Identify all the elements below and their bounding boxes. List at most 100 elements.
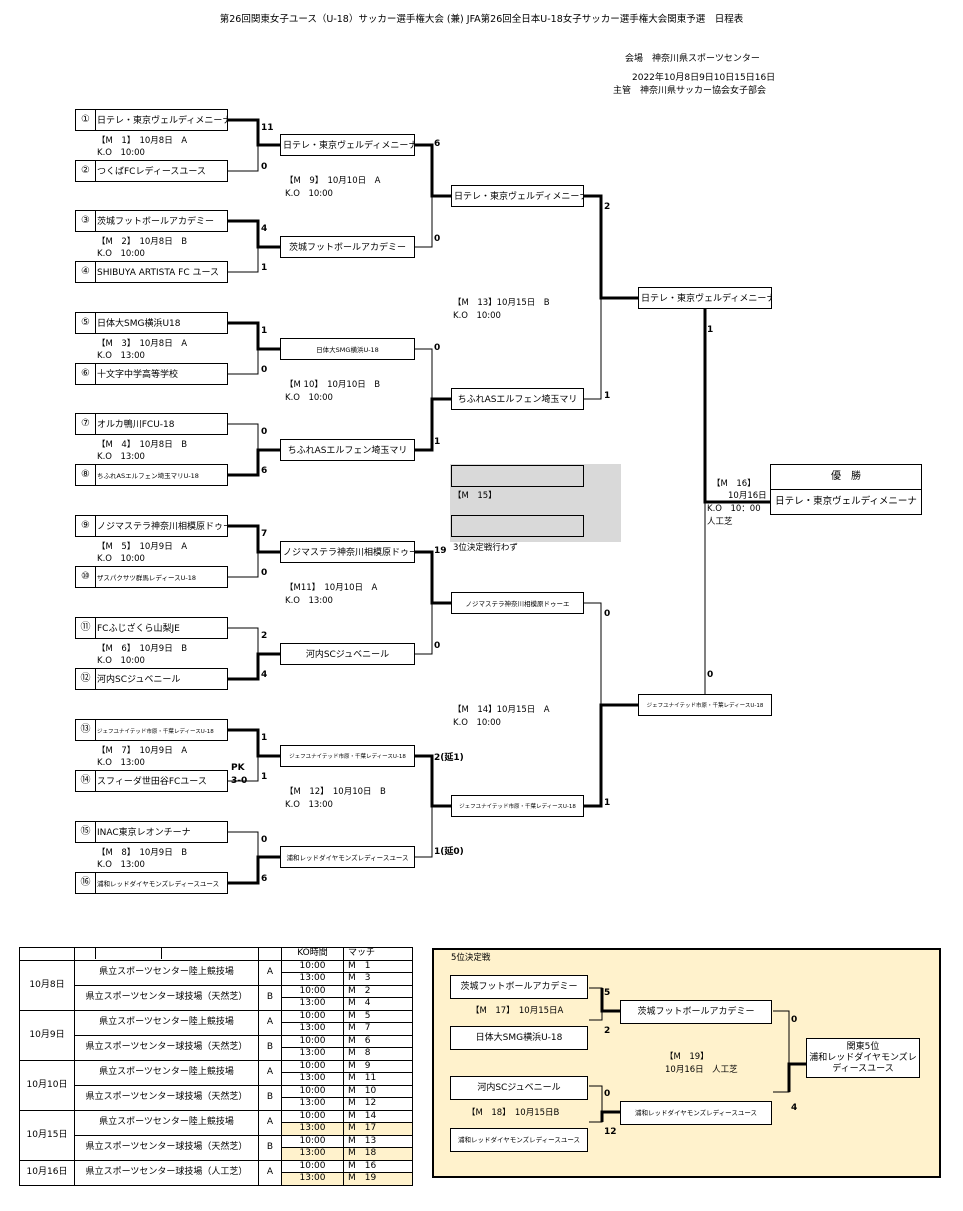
m18-team-1: 河内SCジュベニール [450,1076,588,1100]
m19-score-2: 4 [791,1103,798,1113]
r1-kickoff: K.O 10:00 [97,656,145,666]
schedule-date: 10月10日 [19,1059,75,1111]
schedule-header-row: KO時間マッチ [19,947,413,961]
r2-kickoff: K.O 13:00 [285,800,333,810]
team-name: オルカ鴨川FCU-18 [97,420,175,430]
r1-score-2: 4 [261,670,268,680]
r2-team-box: 茨城フットボールアカデミー [280,236,415,258]
r1-score-2: 0 [261,365,268,375]
m18-score-1: 0 [604,1089,611,1099]
r1-score-2: 6 [261,874,268,884]
r3-team-box: ジェフユナイテッド市原・千葉レディースU-18 [451,795,584,817]
schedule-venue: 県立スポーツセンター球技場（人工芝） [74,1159,259,1186]
third-place-note: 3位決定戦行わず [453,543,518,553]
schedule-header-blank [19,947,75,961]
team-seed-number: ⑥ [76,364,96,384]
r1-score-1: 4 [261,224,268,234]
schedule-time: 13:00 [281,1097,344,1111]
schedule-venue: 県立スポーツセンター球技場（天然芝） [74,984,259,1011]
schedule-venue: 県立スポーツセンター球技場（天然芝） [74,1034,259,1061]
schedule-time: 13:00 [281,1147,344,1161]
schedule-date: 10月8日 [19,959,75,1011]
r1-score-1: 2 [261,631,268,641]
r2-match-info: 【M 9】 10月10日 A [285,176,381,186]
schedule-time: 13:00 [281,972,344,986]
page-title: 第26回関東女子ユース（U-18）サッカー選手権大会 (兼) JFA第26回全日… [219,14,744,25]
r2-team-box: 河内SCジュベニール [280,643,415,665]
team-seed-number: ⑧ [76,465,96,485]
m17-team-2: 日体大SMG横浜U-18 [450,1026,588,1050]
team-seed-number: ⑬ [76,720,96,740]
r2-kickoff: K.O 10:00 [285,189,333,199]
schedule-venue: 県立スポーツセンター球技場（天然芝） [74,1084,259,1111]
r1-match-info: 【M 3】 10月8日 A [97,339,188,349]
schedule-time: 10:00 [281,1134,344,1148]
team-seed-number: ⑫ [76,669,96,689]
schedule-time: 10:00 [281,1009,344,1023]
r1-score-1: 1 [261,326,268,336]
team-name: SHIBUYA ARTISTA FC ユース [97,268,220,278]
fifth-place-result: 関東5位 浦和レッドダイヤモンズレディースユース [806,1038,920,1078]
r1-kickoff: K.O 13:00 [97,452,145,462]
schedule-time: 13:00 [281,1072,344,1086]
schedule-match: M 9 [343,1059,413,1073]
team-name: 十文字中学高等学校 [97,370,179,380]
m17-score-1: 5 [604,988,611,998]
team-name: 浦和レッドダイヤモンズレディースユース [97,880,220,888]
schedule-court: A [258,1009,282,1036]
fifth-place-lines [589,987,806,1123]
schedule-time: 13:00 [281,1022,344,1036]
schedule-venue: 県立スポーツセンター陸上競技場 [74,1059,259,1086]
team-name: FCふじざくら山梨JE [97,624,180,634]
r1-score-1: 1 [261,733,268,743]
r2-team-box: ちふれASエルフェン埼玉マリ [280,439,415,461]
team-name: 茨城フットボールアカデミー [97,217,215,227]
r2-kickoff: K.O 13:00 [285,596,333,606]
m17-team-1: 茨城フットボールアカデミー [450,975,588,999]
schedule-time: 10:00 [281,1034,344,1048]
r1-match-info: 【M 2】 10月8日 B [97,237,188,247]
r1-kickoff: K.O 13:00 [97,860,145,870]
r3-team-box: 日テレ・東京ヴェルディメニーナ [451,185,584,207]
schedule-court: B [258,1134,282,1161]
team-seed-number: ① [76,110,96,130]
r1-score-2: 0 [261,568,268,578]
r3-match-info: 【M 13】10月15日 B [453,298,550,308]
schedule-court: B [258,1034,282,1061]
schedule-match: M 13 [343,1134,413,1148]
schedule-time: 10:00 [281,984,344,998]
schedule-match: M 17 [343,1122,413,1136]
venue-label: 会場 神奈川県スポーツセンター [625,54,760,64]
r2-score-1: 0 [434,343,441,353]
r1-match-info: 【M 7】 10月9日 A [97,746,188,756]
r1-kickoff: K.O 13:00 [97,758,145,768]
team-seed-number: ⑮ [76,822,96,842]
r2-match-info: 【M11】 10月10日 A [285,583,378,593]
team-name: 日テレ・東京ヴェルディメニーナ [97,116,228,126]
schedule-court: A [258,1159,282,1186]
r2-team-box: 日体大SMG横浜U-18 [280,338,415,360]
schedule-time: 10:00 [281,959,344,973]
r3-kickoff: K.O 10:00 [453,718,501,728]
dates-label: 2022年10月8日9日10日15日16日 [632,73,776,83]
schedule-header-blank [258,947,282,961]
r2-score-2: 1(延0) [434,847,464,857]
r2-score-1: 19 [434,546,447,556]
m19-score-1: 0 [791,1015,798,1025]
final-surface: 人工芝 [707,517,733,527]
schedule-match: M 12 [343,1097,413,1111]
final-team-box-1: 日テレ・東京ヴェルディメニーナ [638,287,772,309]
